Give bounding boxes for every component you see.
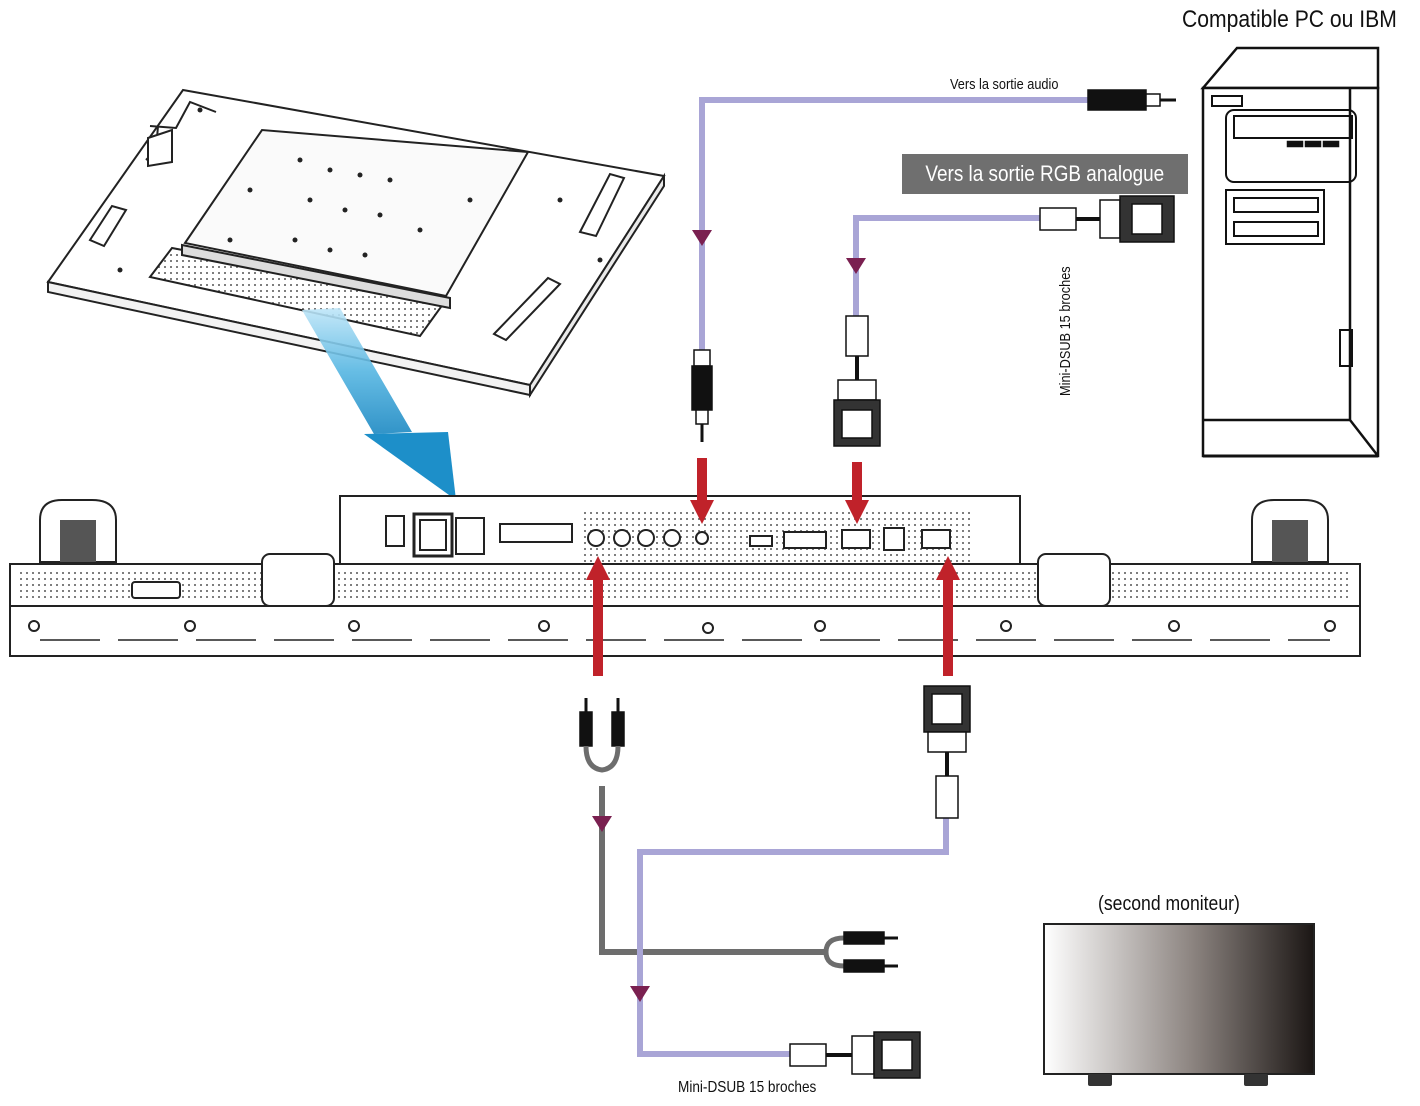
audio-cable: [699, 97, 1088, 350]
rca-output-cable: [599, 786, 826, 955]
rgb-out-label: Vers la sortie RGB analogue: [925, 161, 1165, 186]
display-rear-panel: [9, 495, 1361, 657]
rgb-cable: [853, 215, 1040, 316]
tower-pc-icon: [1200, 46, 1380, 458]
second-monitor-icon: [1043, 923, 1315, 1086]
vga-connector-icon: [833, 315, 881, 447]
second-monitor-label: (second moniteur): [1098, 893, 1240, 915]
cable-direction-arrows: [592, 230, 866, 1002]
dsub-top-label: Mini-DSUB 15 broches: [1057, 266, 1074, 396]
vga-output-cable: [637, 818, 949, 1057]
blue-indicator-arrow: [302, 308, 456, 500]
rca-plug-icon: [823, 931, 898, 973]
dsub-bottom-label: Mini-DSUB 15 broches: [678, 1079, 817, 1096]
pc-title: Compatible PC ou IBM: [1182, 6, 1397, 33]
audio-jack-plug-icon: [1087, 89, 1176, 111]
vga-connector-icon: [1039, 195, 1175, 243]
red-arrows: [586, 458, 960, 676]
cables: [599, 97, 1088, 1057]
vga-connector-icon: [923, 685, 971, 819]
display-rear-perspective: [46, 88, 666, 399]
rca-plug-icon: [579, 698, 625, 773]
audio-out-label: Vers la sortie audio: [950, 76, 1059, 93]
audio-jack-plug-icon: [691, 349, 713, 442]
vga-connector-icon: [789, 1031, 921, 1079]
rgb-out-label-box: Vers la sortie RGB analogue: [902, 154, 1188, 194]
